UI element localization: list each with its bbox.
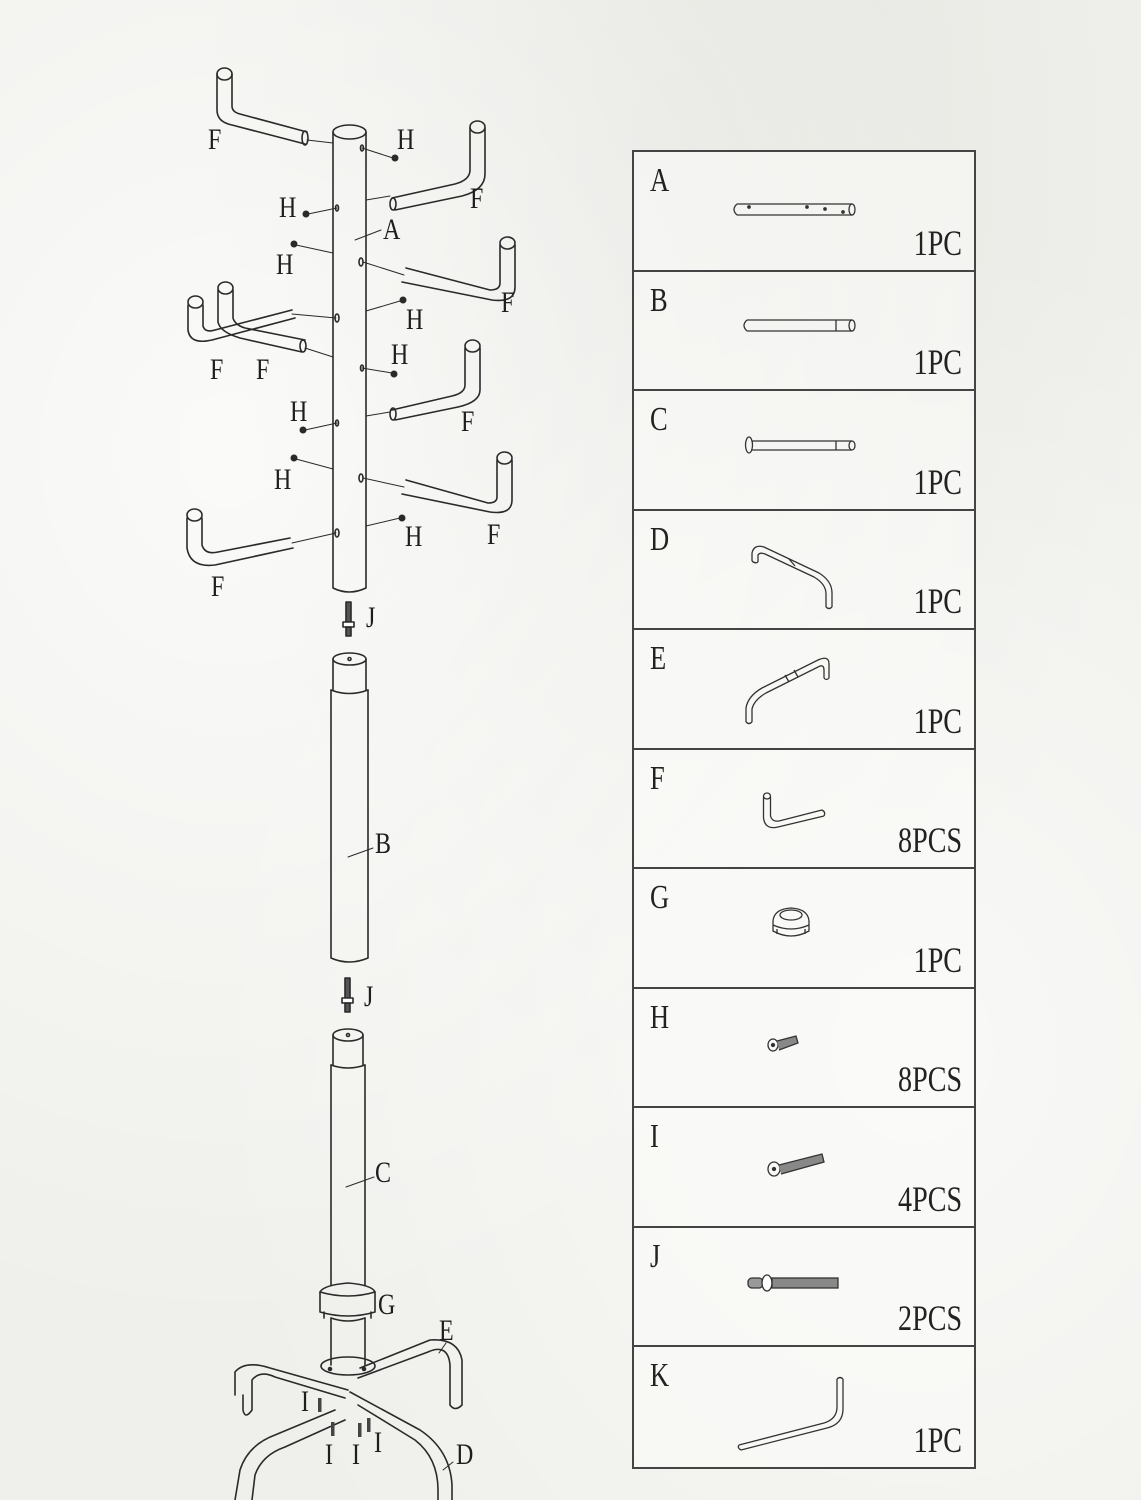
part-letter: F	[650, 759, 665, 797]
i-bolts	[318, 1398, 371, 1437]
callout-i: I	[374, 1426, 382, 1459]
part-letter: E	[650, 640, 667, 677]
short-hex-bolt-icon	[767, 1034, 799, 1052]
h-screws	[290, 147, 407, 527]
parts-row-k: K 1PC	[634, 1347, 974, 1467]
allen-key-icon	[737, 1376, 844, 1451]
j-stud-middle	[341, 977, 354, 1013]
top-pole-icon	[733, 203, 856, 216]
hook-f-mid-right-a	[362, 236, 516, 302]
part-quantity: 1PC	[913, 342, 962, 382]
callout-f: F	[211, 570, 225, 603]
callout-i: I	[352, 1438, 360, 1471]
parts-row-i: I 4PCS	[634, 1108, 974, 1228]
callout-h: H	[406, 303, 424, 336]
parts-list-table: A 1PC B 1PC C 1PC D	[632, 150, 976, 1469]
parts-row-f: F 8PCS	[634, 750, 974, 869]
callout-c: C	[375, 1156, 392, 1189]
hook-f-mid-left-b	[217, 281, 334, 358]
long-hex-bolt-icon	[767, 1153, 825, 1177]
part-letter: I	[650, 1118, 659, 1155]
callout-h: H	[391, 338, 409, 371]
exploded-assembly-diagram	[186, 67, 516, 1500]
part-quantity: 1PC	[913, 1419, 962, 1460]
hook-f-bottom-right	[362, 451, 513, 514]
part-letter: J	[650, 1237, 661, 1275]
hook-f-mid-right-b	[365, 339, 481, 421]
parts-row-d: D 1PC	[634, 511, 974, 630]
callout-f: F	[487, 518, 501, 551]
callout-i: I	[325, 1438, 333, 1471]
callout-h: H	[397, 123, 415, 156]
part-letter: A	[650, 162, 670, 199]
callout-a: A	[383, 213, 401, 246]
part-letter: C	[650, 401, 668, 438]
parts-row-a: A 1PC	[634, 152, 974, 272]
callout-h: H	[405, 520, 423, 553]
callout-f: F	[470, 182, 484, 215]
hook-f-top-left	[216, 67, 334, 146]
part-quantity: 8PCS	[897, 1059, 962, 1099]
callout-f: F	[461, 405, 475, 438]
pole-a-drawing	[332, 124, 367, 593]
callout-f: F	[256, 353, 270, 386]
parts-row-c: C 1PC	[634, 391, 974, 511]
callout-b: B	[375, 827, 392, 860]
parts-row-g: G 1PC	[634, 869, 974, 989]
hook-f-top-right	[365, 120, 486, 211]
part-letter: K	[650, 1357, 670, 1394]
bottom-pole-icon	[744, 436, 856, 454]
part-quantity: 4PCS	[897, 1178, 962, 1219]
callout-j: J	[366, 601, 376, 634]
part-letter: B	[650, 281, 668, 319]
hook-arm-icon	[762, 791, 826, 828]
callout-f: F	[208, 123, 222, 156]
callout-f: F	[210, 353, 224, 386]
callout-h: H	[290, 395, 308, 428]
part-quantity: 1PC	[913, 939, 962, 980]
part-quantity: 1PC	[913, 700, 962, 741]
base-leg-d-drawing	[234, 1391, 453, 1500]
parts-row-e: E 1PC	[634, 630, 974, 750]
callout-i: I	[301, 1385, 309, 1418]
callout-h: H	[274, 463, 292, 496]
callout-f: F	[501, 286, 515, 319]
middle-pole-icon	[743, 318, 856, 332]
base-leg-e-icon	[745, 657, 830, 725]
callout-j: J	[364, 980, 374, 1013]
part-letter: D	[650, 520, 670, 558]
callout-h: H	[279, 191, 297, 224]
base-leg-d-icon	[751, 545, 833, 609]
callout-e: E	[439, 1314, 454, 1347]
part-quantity: 2PCS	[897, 1298, 962, 1338]
callout-d: D	[456, 1438, 474, 1471]
part-letter: G	[650, 879, 670, 916]
callout-h: H	[276, 248, 294, 281]
parts-row-j: J 2PCS	[634, 1228, 974, 1347]
callout-g: G	[378, 1288, 396, 1321]
part-quantity: 1PC	[913, 461, 962, 502]
base-leg-e-drawing	[234, 1339, 463, 1416]
part-quantity: 1PC	[913, 222, 962, 263]
parts-row-b: B 1PC	[634, 272, 974, 391]
hook-f-bottom-left	[186, 508, 337, 567]
collar-g-drawing	[319, 1282, 376, 1376]
part-quantity: 8PCS	[897, 820, 962, 860]
j-stud-top	[342, 601, 355, 637]
parts-row-h: H 8PCS	[634, 989, 974, 1108]
part-quantity: 1PC	[913, 581, 962, 621]
hook-f-mid-left-a	[187, 295, 337, 343]
pole-b-drawing	[330, 652, 374, 963]
part-letter: H	[650, 998, 670, 1036]
pole-c-drawing	[330, 1028, 375, 1286]
collar-cap-icon	[772, 907, 810, 937]
double-threaded-stud-icon	[747, 1273, 839, 1292]
